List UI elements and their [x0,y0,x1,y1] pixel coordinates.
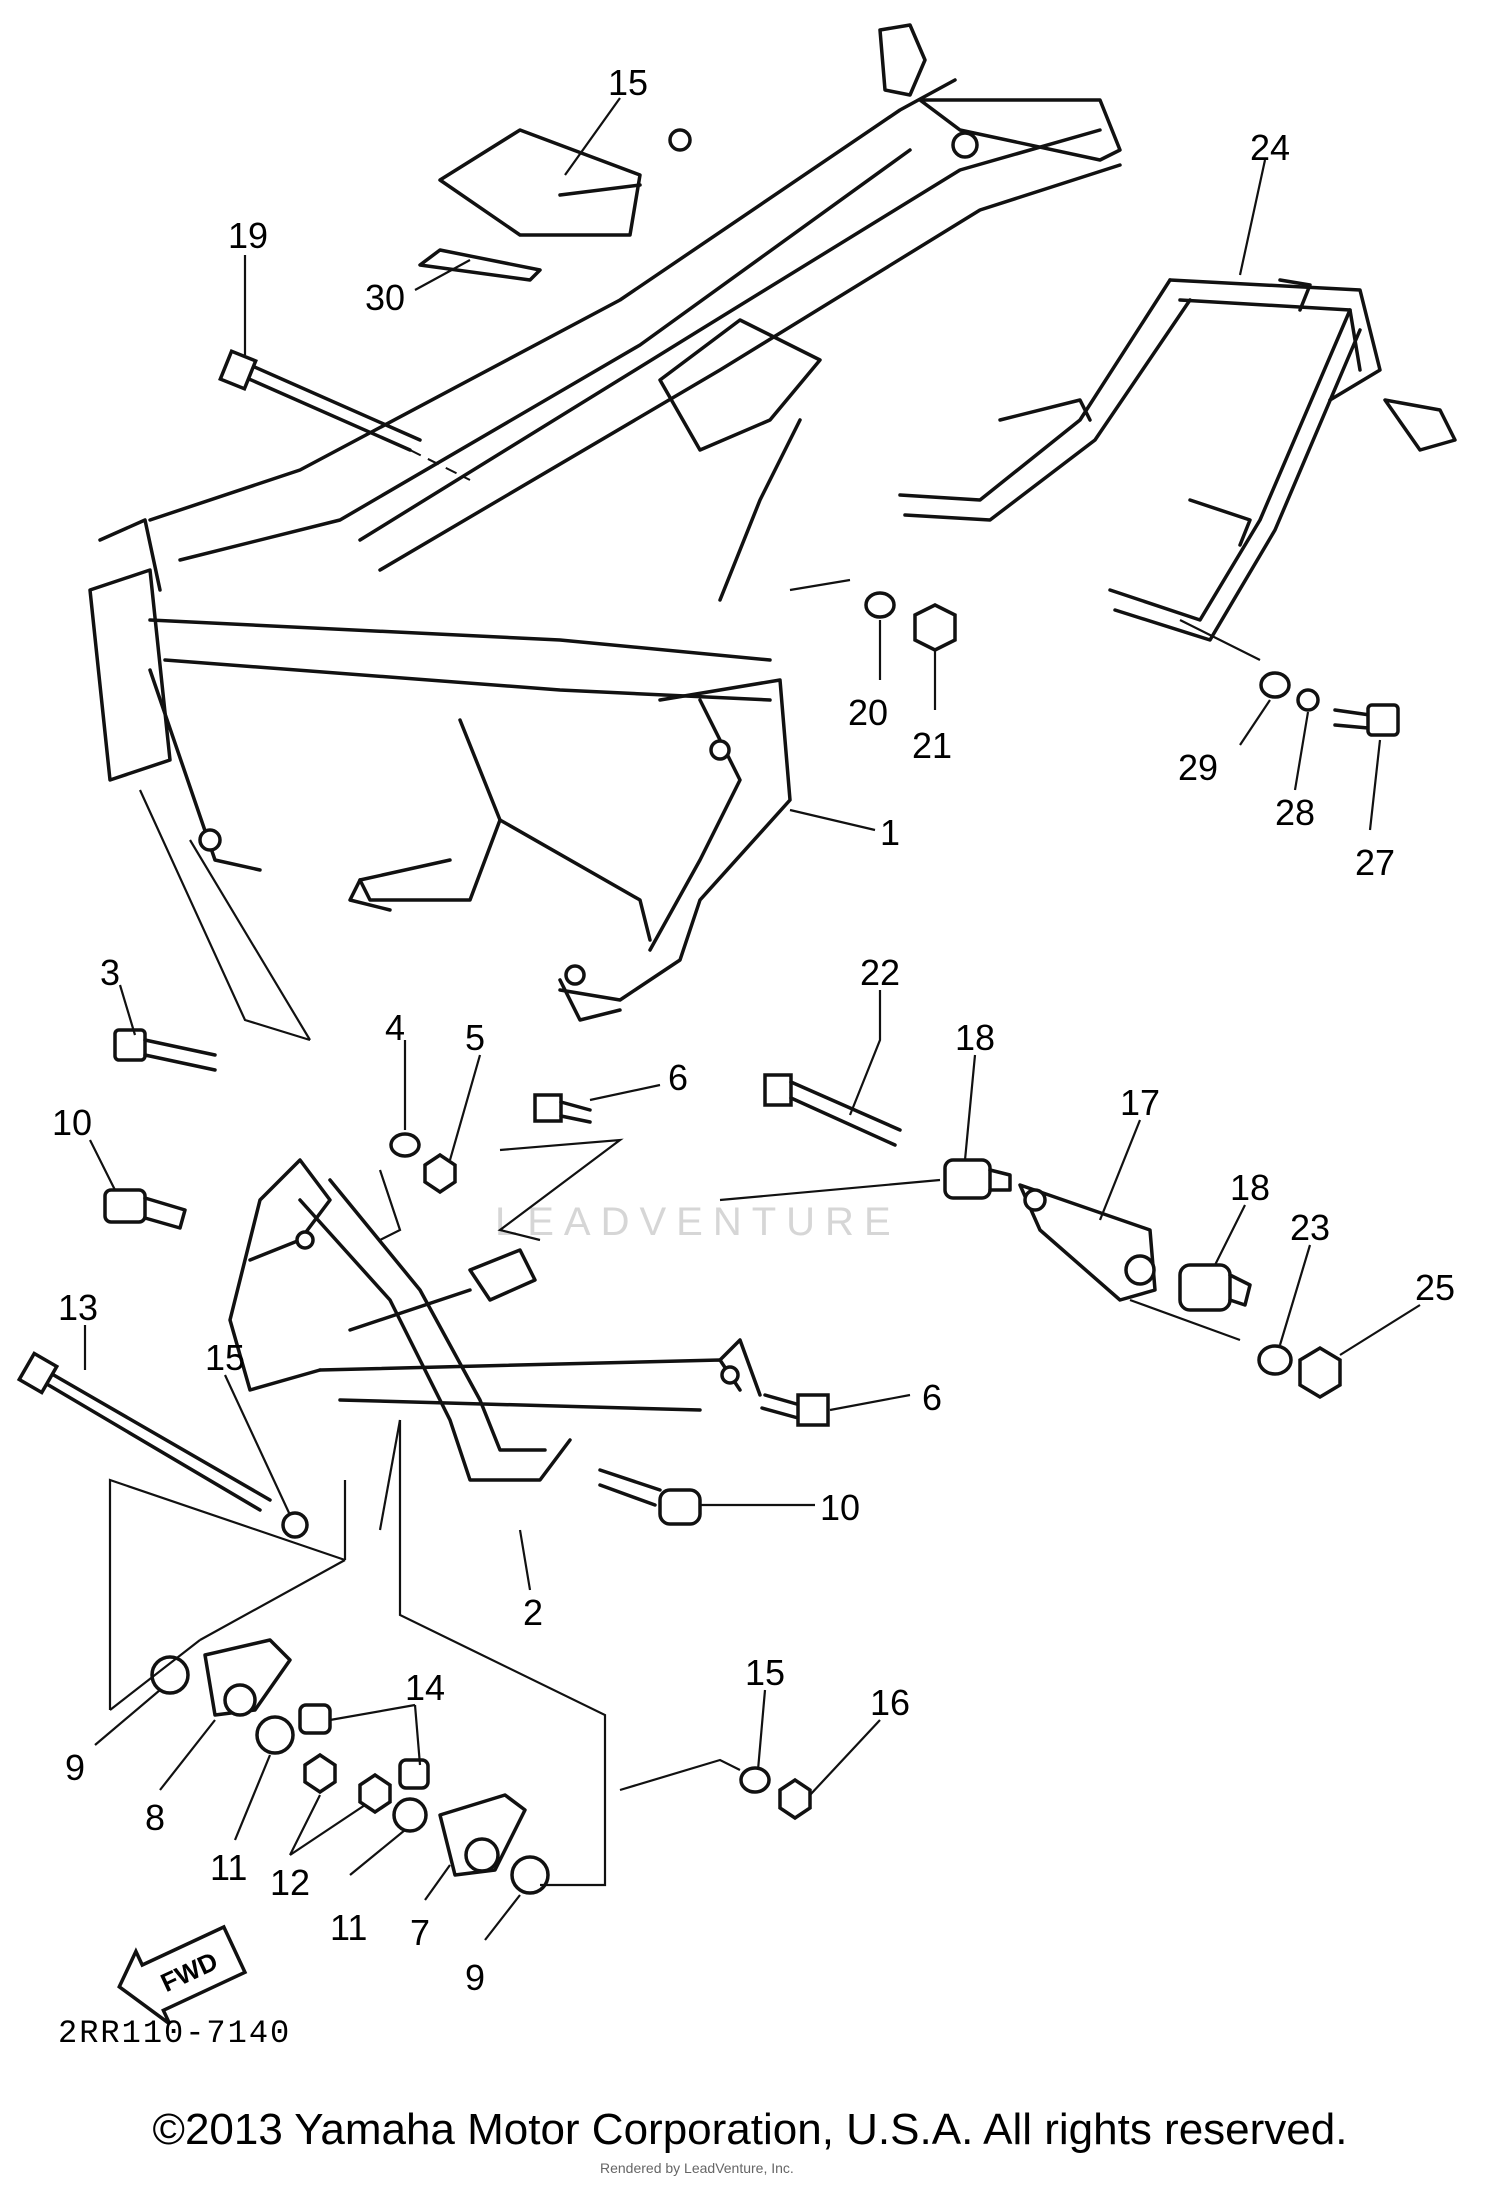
collar-9-left [150,1655,190,1695]
nut-24 [1298,1345,1342,1400]
callout-13: 13 [58,1287,98,1328]
bracket-17 [1018,1183,1157,1302]
assembly-lines [108,449,1261,1887]
collar-18-lower [1178,1263,1252,1312]
callout-16: 16 [870,1682,910,1723]
callout-9-left: 9 [65,1747,85,1788]
nut-16 [778,1777,812,1821]
washer-15-lower [739,1766,771,1794]
engine-mount-bracket [228,1158,762,1482]
callout-18-lower: 18 [1230,1167,1270,1208]
washer-11-left [255,1715,295,1755]
washer-28 [1259,671,1291,699]
callout-10-upper: 10 [52,1102,92,1143]
callout-27: 28 [1275,792,1315,833]
tool-pouch [418,128,642,282]
bolt-26 [1333,703,1400,737]
leader-lines [83,97,1421,1941]
callout-14: 14 [405,1667,445,1708]
callouts: 15 30 19 24 20 21 29 28 27 1 3 4 5 6 22 … [52,62,1455,1998]
callout-25: 24 [1250,127,1290,168]
bolt-13 [16,1351,309,1539]
callout-17: 17 [1120,1082,1160,1123]
callout-24: 25 [1415,1267,1455,1308]
callout-6-lower: 6 [922,1377,942,1418]
diagram-code: 2RR110-7140 [58,2015,292,2052]
callout-21: 21 [912,725,952,766]
callout-29: 15 [608,62,648,103]
callout-11-right: 11 [330,1907,367,1948]
nut-12-left [303,1752,337,1795]
fwd-arrow: FWD [117,1924,248,2026]
bolt-19 [218,348,422,452]
callout-23: 23 [1290,1207,1330,1248]
washer-4 [389,1132,421,1158]
callout-8: 8 [145,1797,165,1838]
callout-1: 1 [880,812,900,853]
collar-9-right [510,1855,550,1895]
callout-20: 20 [848,692,888,733]
washer-20 [864,591,896,619]
bolt-6-upper [533,1093,592,1124]
collar-18-upper [943,1158,1012,1200]
washer-11-right [392,1797,428,1833]
nut-21 [913,603,957,652]
callout-19: 19 [228,215,268,256]
bolt-22 [763,1073,902,1147]
bolt-3 [113,1028,217,1072]
washer-27 [1296,688,1320,712]
collar-14-left [298,1703,332,1735]
callout-11-left: 11 [210,1847,247,1888]
bolt-10-upper [103,1188,187,1230]
callout-7: 7 [410,1912,430,1953]
bolt-6-lower [760,1393,830,1427]
nut-12-right [358,1772,392,1815]
bracket-7 [438,1793,527,1877]
callout-9-right: 9 [465,1957,485,1998]
callout-10-lower: 10 [820,1487,860,1528]
callout-2: 2 [523,1592,543,1633]
callout-5: 5 [465,1017,485,1058]
callout-4: 4 [385,1007,405,1048]
callout-18-upper: 18 [955,1017,995,1058]
callout-26: 27 [1355,842,1395,883]
washer-23 [1257,1344,1293,1376]
callout-15-upper: 15 [205,1337,245,1378]
bolt-10-lower [598,1468,702,1526]
rear-guard [898,278,1457,642]
copyright-notice: ©2013 Yamaha Motor Corporation, U.S.A. A… [152,2105,1348,2154]
bracket-8 [203,1638,292,1717]
callout-15-lower: 15 [745,1652,785,1693]
main-frame [88,23,1122,1022]
nut-5 [423,1152,457,1195]
collar-14-right [398,1758,430,1790]
rendered-by-credit: Rendered by LeadVenture, Inc. [600,2160,794,2176]
callout-22: 22 [860,952,900,993]
callout-30: 30 [365,277,405,318]
callout-3: 3 [100,952,120,993]
callout-28: 29 [1178,747,1218,788]
callout-12: 12 [270,1862,310,1903]
watermark: LEADVENTURE [495,1200,901,1244]
callout-6-upper: 6 [668,1057,688,1098]
